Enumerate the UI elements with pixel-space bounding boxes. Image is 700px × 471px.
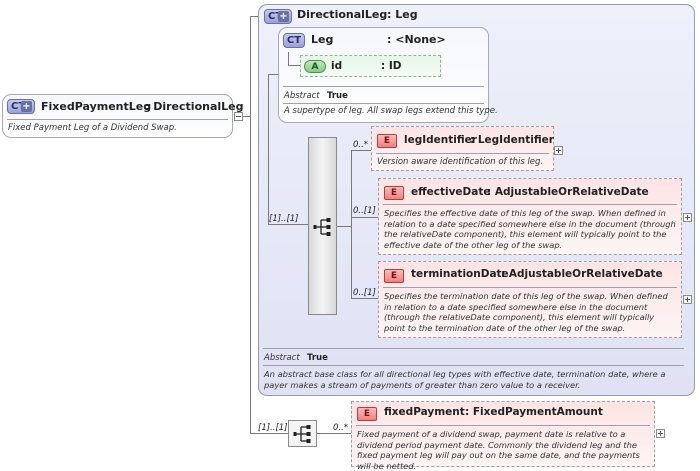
- sequence-compositor[interactable]: [308, 137, 337, 315]
- sequence-icon: [313, 218, 331, 236]
- leg-description: A supertype of leg. All swap legs extend…: [284, 106, 498, 116]
- leg-type: : <None>: [387, 33, 446, 46]
- id-attribute-name: id: [331, 60, 343, 72]
- separator: [376, 153, 549, 154]
- fixed-payment-type: : FixedPaymentAmount: [465, 406, 603, 418]
- attribute-badge: A: [304, 60, 326, 73]
- leg-name: Leg: [311, 33, 334, 46]
- effective-date-description: Specifies the effective date of this leg…: [384, 208, 676, 250]
- complex-type-badge: CT +: [264, 9, 292, 24]
- abstract-value: True: [327, 91, 348, 101]
- abstract-label: Abstract: [264, 353, 300, 363]
- leg-identifier-name: legIdentifier: [404, 134, 477, 146]
- separator: [383, 287, 677, 288]
- fixed-payment-box[interactable]: E fixedPayment : FixedPaymentAmount Fixe…: [351, 401, 655, 471]
- fixed-payment-leg-name: FixedPaymentLeg: [41, 100, 152, 113]
- directional-leg-name: DirectionalLeg: [297, 8, 388, 21]
- id-attribute-box[interactable]: A id : ID: [300, 55, 441, 77]
- termination-date-description: Specifies the termination date of this l…: [384, 291, 668, 333]
- bottom-sequence-compositor[interactable]: [288, 420, 317, 447]
- termination-date-box[interactable]: E terminationDate : AdjustableOrRelative…: [378, 261, 682, 338]
- separator: [7, 119, 228, 120]
- separator: [263, 348, 684, 349]
- fixed-payment-description: Fixed payment of a dividend swap, paymen…: [357, 429, 640, 471]
- leg-identifier-box[interactable]: E legIdentifier : LegIdentifier Version …: [371, 126, 554, 171]
- leg-identifier-type: : LegIdentifier: [470, 134, 554, 146]
- element-badge: E: [377, 134, 397, 148]
- fixed-payment-leg-description: Fixed Payment Leg of a Dividend Swap.: [8, 123, 177, 133]
- leg-identifier-cardinality: 0..*: [353, 140, 369, 150]
- plus-icon: +: [21, 101, 32, 112]
- effective-date-name: effectiveDate: [411, 186, 491, 198]
- separator: [283, 86, 484, 87]
- sequence-cardinality: [1]..[1]: [269, 214, 299, 224]
- expand-toggle[interactable]: [554, 146, 563, 155]
- expand-toggle[interactable]: [683, 213, 692, 222]
- fixed-payment-cardinality: 0..*: [333, 423, 349, 433]
- element-badge: E: [384, 269, 404, 283]
- sequence-icon: [293, 425, 311, 443]
- collapse-toggle[interactable]: [234, 112, 243, 121]
- termination-date-type: : AdjustableOrRelativeDate: [501, 268, 663, 280]
- separator: [283, 103, 484, 104]
- element-badge: E: [384, 186, 404, 200]
- effective-date-box[interactable]: E effectiveDate : AdjustableOrRelativeDa…: [378, 178, 682, 255]
- leg-identifier-description: Version aware identification of this leg…: [377, 157, 544, 167]
- effective-date-type: : AdjustableOrRelativeDate: [487, 186, 649, 198]
- separator: [356, 425, 650, 426]
- separator: [263, 365, 684, 366]
- expand-toggle[interactable]: [656, 429, 665, 438]
- directional-leg-description: An abstract base class for all direction…: [264, 369, 666, 390]
- fixed-payment-name: fixedPayment: [384, 406, 465, 418]
- abstract-label: Abstract: [284, 91, 320, 101]
- separator: [383, 204, 677, 205]
- plus-icon: +: [278, 11, 289, 22]
- complex-type-badge: CT: [283, 33, 305, 48]
- fixed-payment-leg-box[interactable]: CT + FixedPaymentLeg : DirectionalLeg Fi…: [2, 94, 244, 138]
- fixed-payment-leg-type: : DirectionalLeg: [145, 100, 244, 113]
- complex-type-badge: CT +: [7, 99, 35, 114]
- leg-box[interactable]: CT Leg : <None> Abstract True A supertyp…: [278, 27, 498, 123]
- abstract-value: True: [307, 353, 328, 363]
- directional-leg-type: : Leg: [387, 8, 418, 21]
- expand-toggle[interactable]: [683, 295, 692, 304]
- id-attribute-type: : ID: [381, 60, 402, 72]
- element-badge: E: [357, 407, 377, 421]
- effective-date-cardinality: 0..[1]: [353, 206, 376, 216]
- bottom-sequence-cardinality: [1]..[1]: [258, 423, 288, 433]
- termination-date-name: terminationDate: [411, 268, 509, 280]
- termination-date-cardinality: 0..[1]: [353, 288, 376, 298]
